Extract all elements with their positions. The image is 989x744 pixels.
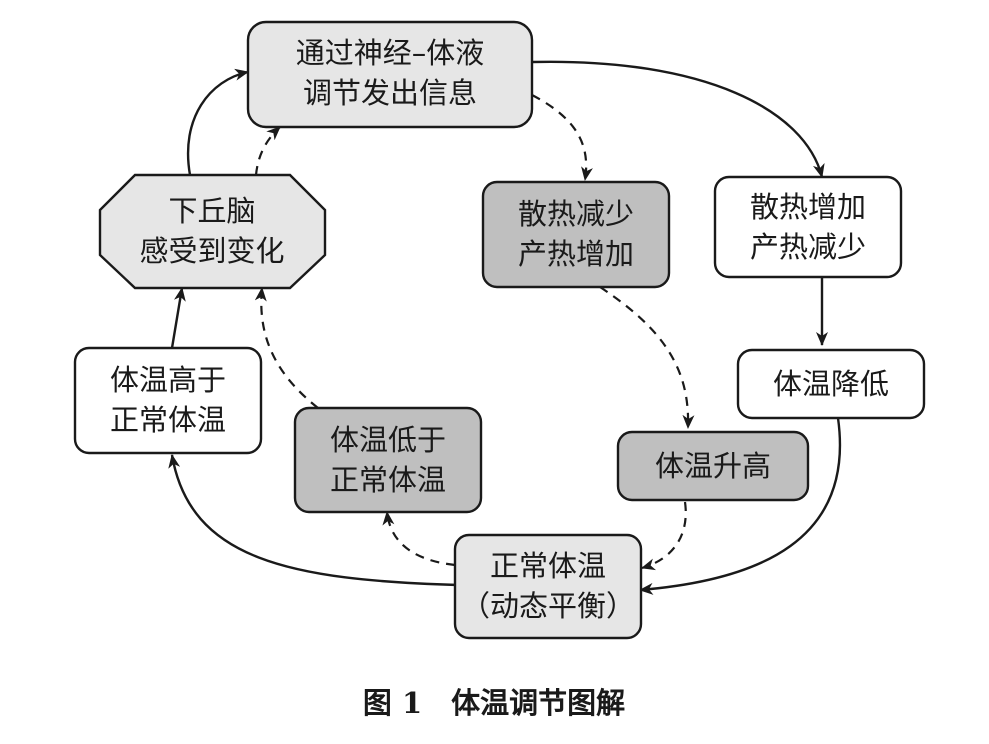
arrow-fall-to-normal [639, 417, 841, 595]
node-info: 通过神经–体液 调节发出信息 [246, 20, 534, 129]
node-info-line1: 通过神经–体液 [296, 36, 485, 70]
node-temp-above-normal: 体温高于 正常体温 [73, 346, 263, 455]
node-normal-line1: 正常体温 [490, 549, 606, 583]
node-fall-line1: 体温降低 [773, 367, 889, 401]
arrow-hypo-to-info-dashed [254, 126, 281, 176]
arrow-reduce-to-rise [599, 286, 695, 429]
arrow-above-to-hypo [170, 287, 186, 349]
arrow-below-to-hypo [254, 287, 319, 409]
node-above-line1: 体温高于 [110, 363, 226, 397]
node-reduce-line1: 散热减少 [518, 197, 634, 231]
node-hypothalamus: 下丘脑 感受到变化 [98, 173, 327, 290]
arrow-normal-to-above [168, 454, 459, 587]
arrow-info-to-increase [531, 60, 825, 178]
node-increase-heat-loss: 散热增加 产热减少 [713, 175, 903, 279]
node-normal-temp: 正常体温 （动态平衡） [453, 533, 643, 640]
arrow-hypo-to-info [186, 68, 249, 176]
node-reduce-line2: 产热增加 [518, 237, 634, 271]
figure-caption: 图 1 体温调节图解 [363, 686, 625, 720]
node-rise-line1: 体温升高 [655, 449, 771, 483]
node-temp-fall: 体温降低 [736, 348, 926, 420]
node-below-line1: 体温低于 [330, 423, 446, 457]
node-hypo-line1: 下丘脑 [168, 194, 255, 228]
node-info-line2: 调节发出信息 [303, 76, 477, 110]
node-increase-line1: 散热增加 [750, 190, 866, 224]
node-above-line2: 正常体温 [110, 403, 226, 437]
node-increase-line2: 产热减少 [750, 230, 866, 264]
node-temp-below-normal: 体温低于 正常体温 [293, 406, 483, 514]
arrow-normal-to-below [382, 511, 456, 567]
arrow-rise-to-normal [641, 501, 687, 571]
arrow-info-to-reduce [531, 94, 593, 181]
node-below-line2: 正常体温 [330, 463, 446, 497]
node-hypo-line2: 感受到变化 [139, 234, 284, 268]
node-reduce-heat-loss: 散热减少 产热增加 [481, 180, 671, 289]
node-temp-rise: 体温升高 [616, 430, 810, 502]
node-normal-line2: （动态平衡） [461, 589, 635, 623]
